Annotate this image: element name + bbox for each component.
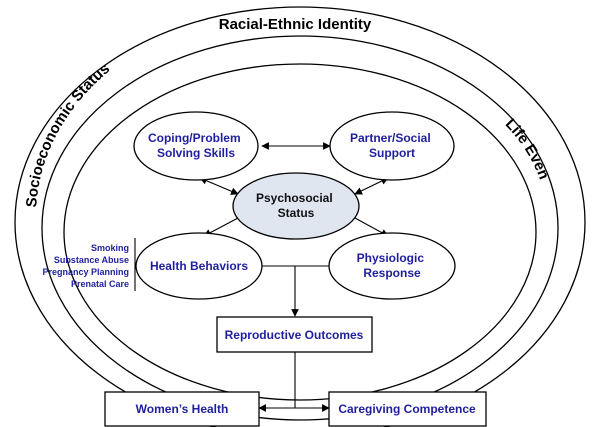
behavior-item-smoking: Smoking [91, 243, 129, 253]
label-racial-ethnic-identity: Racial-Ethnic Identity [219, 16, 372, 33]
box-reproductive-outcomes-label: Reproductive Outcomes [225, 328, 364, 342]
node-psychosocial-label: Psychosocial Status [256, 191, 336, 220]
node-coping-problem-solving [133, 111, 259, 181]
behavior-item-pregnancy-planning: Pregnancy Planning [42, 267, 129, 277]
box-caregiving-competence-label: Caregiving Competence [338, 402, 476, 416]
node-health-behaviors-label: Health Behaviors [150, 259, 248, 273]
label-socioeconomic-status: Socioeconomic Status [23, 60, 113, 208]
box-reproductive-outcomes [216, 316, 373, 353]
node-partner-label: Partner/Social Support [350, 131, 434, 160]
ring-life-events [63, 63, 537, 401]
box-caregiving-competence [328, 391, 487, 427]
node-psychosocial-status [232, 172, 360, 240]
box-womens-health-label: Women’s Health [136, 402, 229, 416]
node-coping-label: Coping/Problem Solving Skills [148, 131, 244, 160]
ring-racial-ethnic-identity [41, 35, 559, 421]
box-womens-health [104, 391, 260, 427]
node-physiologic-response [328, 232, 456, 300]
behavior-item-substance-abuse: Substance Abuse [54, 255, 129, 265]
node-physiologic-label: Physiologic Response [357, 251, 428, 280]
arrow-partner-psychosocial [354, 177, 389, 195]
node-health-behaviors [135, 232, 263, 300]
behavior-item-prenatal-care: Prenatal Care [71, 279, 129, 289]
node-partner-social-support [329, 111, 455, 181]
ring-socioeconomic-status [14, 6, 586, 427]
arrow-coping-psychosocial [199, 177, 239, 195]
